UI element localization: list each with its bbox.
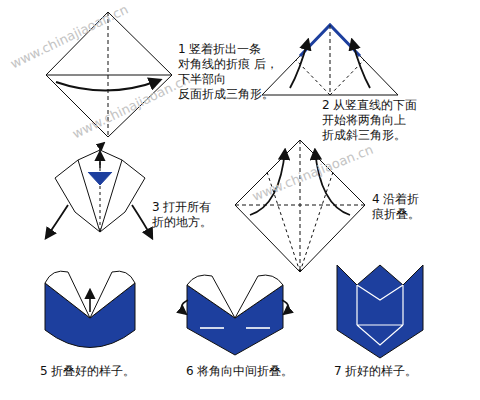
blue-body: [337, 265, 423, 358]
fold-arrow: [181, 300, 188, 314]
fold-arrow: [352, 40, 370, 88]
open-arrow: [99, 152, 101, 168]
step-caption: 1 竖着折出一条 对角线的折痕 后，下半部向 反面折成三角形。: [178, 42, 278, 102]
white-petal: [187, 275, 235, 318]
fold-arrow: [200, 327, 224, 329]
paper-shape: [55, 150, 145, 232]
up-arrow: [89, 290, 91, 312]
step2-figure: [262, 25, 398, 95]
step-caption: 2 从竖直线的下面 开始将两角向上 折成斜三角形。: [322, 98, 444, 143]
step-caption: 4 沿着折 痕折叠。: [372, 192, 434, 222]
crease-line: [330, 25, 331, 95]
watermark: www.chinajiaoan.cn: [70, 71, 192, 141]
fold-arrow: [246, 327, 270, 329]
fold-line: [46, 75, 172, 76]
step3-figure: [46, 150, 152, 238]
paper-triangle: [262, 25, 398, 95]
fold-arrow: [290, 40, 308, 88]
blue-part: [88, 172, 112, 185]
watermark: www.chinajiaoan.cn: [250, 142, 375, 204]
open-arrow: [46, 205, 68, 238]
crease-line: [100, 150, 101, 232]
fold-arrow: [56, 80, 160, 91]
fold-arrow: [282, 300, 289, 314]
step-caption: 3 打开所有 折的地方。: [152, 200, 232, 230]
white-petal: [45, 271, 90, 318]
crease-line: [300, 140, 301, 272]
crease-line: [235, 205, 365, 206]
step-caption: 6 将角向中间折叠。: [186, 364, 293, 379]
fold-line: [357, 285, 403, 345]
step-caption: 5 折叠好的样子。: [40, 364, 135, 379]
white-petal: [90, 271, 135, 318]
step6-figure: [181, 275, 288, 355]
step7-figure: [337, 265, 423, 358]
step5-figure: [45, 271, 135, 347]
open-arrow: [132, 205, 152, 238]
watermark: www.chinajiaoan.cn: [8, 1, 130, 71]
step-caption: 7 折好的样子。: [334, 364, 417, 379]
white-petal: [235, 275, 283, 318]
